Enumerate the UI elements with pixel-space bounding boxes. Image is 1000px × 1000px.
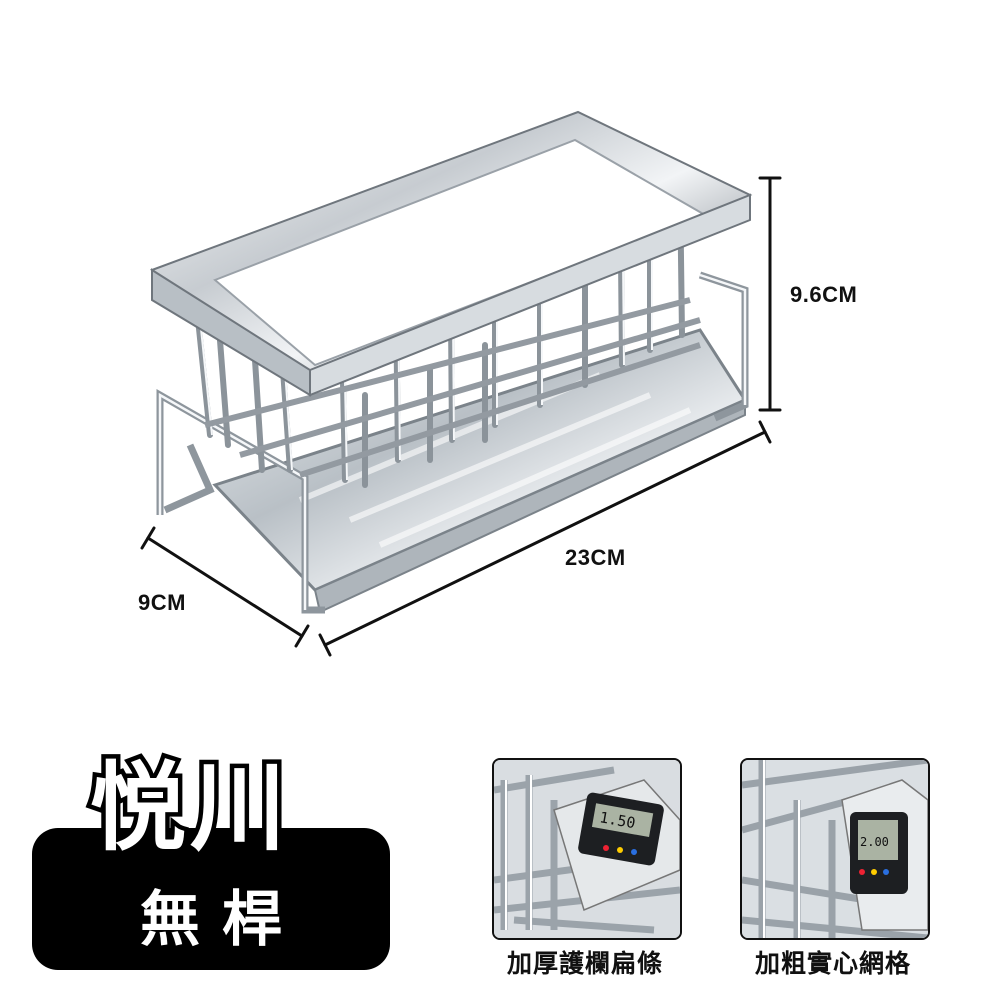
dimension-lines (140, 176, 782, 657)
top-rim (149, 110, 753, 397)
caliper-icon: 1.50 (494, 760, 680, 938)
detail-image-solid-grid: 2.00 (740, 758, 930, 940)
brand-name: 悦川 (86, 748, 291, 869)
width-dimension-label: 9CM (138, 590, 186, 615)
product-illustration (140, 110, 782, 657)
detail-image-flat-bar: 1.50 (492, 758, 682, 940)
caliper-reading: 2.00 (860, 835, 889, 849)
caliper-reading: 1.50 (598, 808, 637, 832)
detail-caption-flat-bar: 加厚護欄扁條 (506, 949, 663, 978)
length-dimension-label: 23CM (565, 545, 626, 570)
brand-badge (32, 828, 390, 970)
detail-caption-solid-grid: 加粗實心網格 (754, 949, 911, 978)
caliper-icon: 2.00 (742, 760, 928, 938)
height-dimension-label: 9.6CM (790, 282, 858, 307)
brand-tagline: 無桿 (140, 885, 304, 955)
horizontal-rails (204, 297, 701, 478)
